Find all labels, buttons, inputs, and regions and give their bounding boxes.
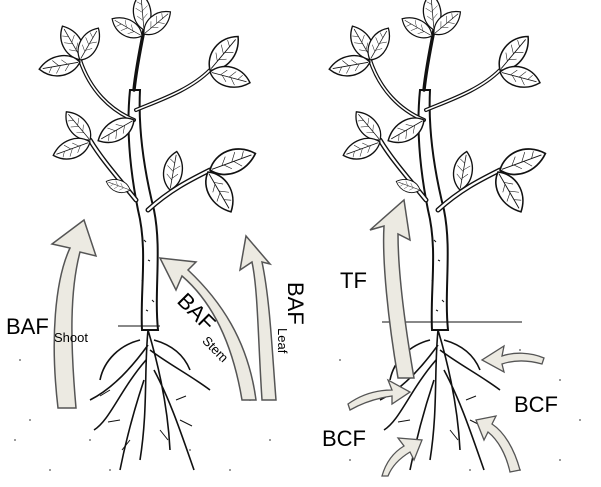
arrow-bcf-2 — [382, 438, 422, 476]
arrow-tf — [370, 200, 414, 378]
arrow-baf-shoot — [52, 220, 96, 408]
label-baf-stem: BAF — [172, 288, 220, 336]
label-bcf-right: BCF — [514, 392, 558, 417]
label-bcf-left: BCF — [322, 426, 366, 451]
left-soil — [14, 359, 271, 471]
label-baf-shoot: BAF — [6, 314, 49, 339]
label-baf-shoot-sub: Shoot — [54, 330, 88, 345]
label-tf: TF — [340, 268, 367, 293]
label-baf-leaf-group: BAF Leaf — [275, 282, 308, 354]
arrow-bcf-1 — [348, 380, 410, 410]
arrow-bcf-3 — [482, 346, 544, 372]
label-baf-leaf: BAF — [283, 282, 308, 325]
label-baf-leaf-sub: Leaf — [275, 328, 290, 354]
